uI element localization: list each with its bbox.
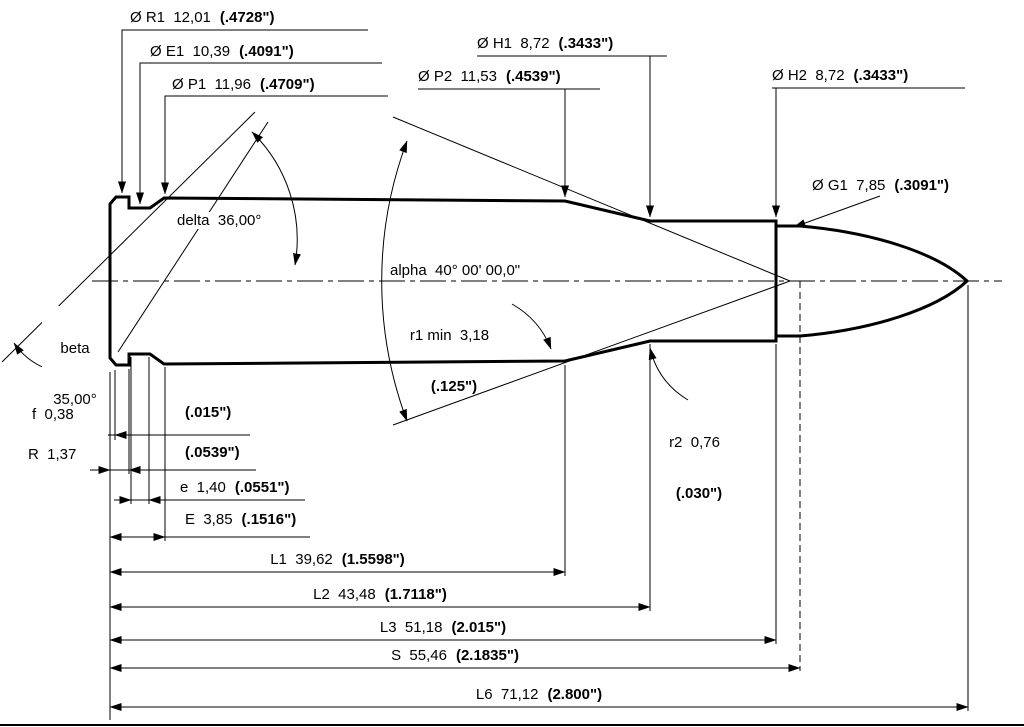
label-e: e 1,40(.0551") bbox=[180, 479, 290, 496]
alpha-construction-line-bottom bbox=[392, 280, 791, 426]
label-length-l3: L3 51,18(2.015") bbox=[379, 619, 507, 636]
label-diameter-p1: Ø P1 11,96(.4709") bbox=[172, 76, 315, 93]
label-angle-alpha: alpha 40° 00' 00,0" bbox=[390, 262, 521, 279]
alpha-construction-line-top bbox=[392, 116, 791, 282]
extension-lines bbox=[109, 281, 969, 720]
label-f-inch: (.015") bbox=[185, 404, 232, 421]
r1-leader bbox=[118, 29, 368, 194]
bullet-outline bbox=[776, 224, 970, 338]
label-diameter-r1: Ø R1 12,01(.4728") bbox=[130, 9, 275, 26]
radius-leaders bbox=[511, 303, 689, 401]
alpha-angle-arc bbox=[381, 140, 408, 422]
label-angle-beta: beta 35,00° bbox=[42, 306, 108, 442]
label-diameter-e1: Ø E1 10,39(.4091") bbox=[150, 43, 294, 60]
beta-construction-line bbox=[1, 111, 256, 363]
label-E: E 3,85(.1516") bbox=[185, 511, 297, 528]
diameter-leaders bbox=[118, 29, 965, 228]
delta-angle-arc bbox=[251, 131, 301, 266]
label-radius-r1min: r1 min 3,18 (.125") bbox=[409, 327, 490, 395]
label-length-l2: L2 43,48(1.7118") bbox=[313, 586, 447, 603]
label-length-l1: L1 39,62(1.5598") bbox=[270, 551, 405, 568]
label-f-metric: f 0,38 bbox=[32, 406, 74, 423]
label-angle-delta: delta 36,00° bbox=[175, 212, 264, 229]
delta-construction-line bbox=[117, 121, 269, 353]
label-R-inch: (.0539") bbox=[185, 444, 240, 461]
label-diameter-g1: Ø G1 7,85(.3091") bbox=[812, 177, 950, 194]
g1-leader bbox=[793, 195, 881, 228]
r2-leader bbox=[648, 347, 689, 401]
e1-leader bbox=[136, 62, 382, 205]
length-dimensions bbox=[109, 568, 969, 711]
label-diameter-p2: Ø P2 11,53(.4539") bbox=[418, 68, 561, 85]
label-length-l6: L6 71,12(2.800") bbox=[475, 686, 603, 703]
p1-leader bbox=[161, 95, 388, 195]
label-radius-r2: r2 0,76 (.030") bbox=[669, 434, 723, 502]
label-length-s: S 55,46(2.1835") bbox=[391, 647, 519, 664]
label-R-metric: R 1,37 bbox=[28, 446, 77, 463]
construction-lines bbox=[1, 111, 791, 426]
cartridge-case-outline bbox=[108, 195, 778, 367]
head-dimensions bbox=[88, 431, 310, 541]
label-diameter-h1: Ø H1 8,72(.3433") bbox=[477, 35, 614, 52]
label-diameter-h2: Ø H2 8,72(.3433") bbox=[772, 67, 909, 84]
r1min-leader bbox=[511, 303, 552, 350]
